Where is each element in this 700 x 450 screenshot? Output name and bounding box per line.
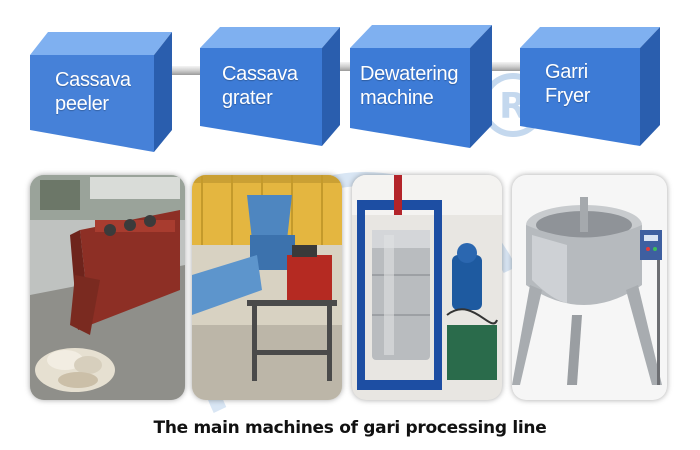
cube-step-2 [200,27,340,146]
fryer-machine-photo [512,175,667,400]
cube-step-1 [30,32,172,152]
peeler-machine-photo [30,175,185,400]
dewatering-press-photo [352,175,502,400]
step-3-line-1: Dewatering [360,63,459,85]
step-1-line-1: Cassava [55,69,131,91]
process-flow [30,25,660,152]
step-3-label: Dewatering machine [360,62,458,110]
step-4-line-2: Fryer [545,85,591,107]
cube-step-3 [350,25,492,148]
step-2-line-2: grater [222,87,273,109]
cube-step-4 [520,27,660,146]
step-4-line-1: Garri [545,61,588,83]
step-1-line-2: peeler [55,93,109,115]
grater-machine-photo [192,175,342,400]
step-3-line-2: machine [360,87,434,109]
diagram-caption: The main machines of gari processing lin… [153,418,547,438]
step-2-label: Cassava grater [222,62,298,110]
step-1-label: Cassava peeler [55,68,131,116]
step-4-label: Garri Fryer [545,60,590,108]
step-2-line-1: Cassava [222,63,298,85]
